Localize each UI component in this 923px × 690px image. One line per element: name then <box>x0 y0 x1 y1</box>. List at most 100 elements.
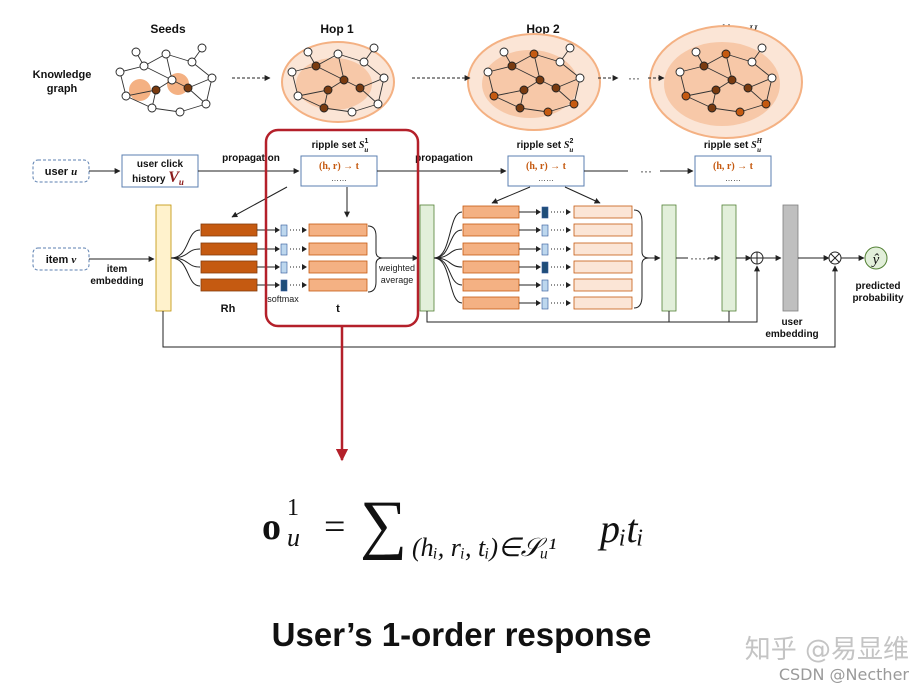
graph-edge <box>323 107 353 113</box>
ripple-set-H-dots: …… <box>725 174 741 183</box>
hop2-t-bar <box>573 260 633 274</box>
softmax-cell <box>280 224 288 237</box>
softmax-cell <box>280 279 288 292</box>
fan-line <box>170 229 201 259</box>
graph-node <box>287 67 297 77</box>
graph-node <box>115 67 125 77</box>
t-bar <box>308 260 368 274</box>
graph-node <box>167 75 177 85</box>
graph-node <box>761 99 771 109</box>
user-label: user u <box>45 166 77 178</box>
formula-equals: = <box>324 506 346 548</box>
hop2-softmax-cell <box>541 279 549 292</box>
hop2-t-bar <box>573 278 633 292</box>
hop2-t-bar <box>573 205 633 219</box>
softmax-cell <box>280 243 288 256</box>
rh-bars <box>200 223 280 292</box>
graph-edge <box>725 53 753 63</box>
graph-node <box>543 107 553 117</box>
hop2-softmax-arrowhead <box>566 300 571 306</box>
graph-node <box>565 43 575 53</box>
ripple-set-H-box <box>694 155 772 187</box>
graph-node <box>499 47 509 57</box>
graph-node <box>187 57 197 67</box>
ripple-halo <box>482 50 578 118</box>
ripple2-to-rh-arrow <box>491 186 531 204</box>
formula-lhs-sup: 1 <box>287 495 299 521</box>
rh-arrowhead <box>275 282 280 288</box>
hop2-brace <box>633 209 650 309</box>
graph-node <box>711 85 721 95</box>
graph-node <box>139 61 149 71</box>
graph-edge <box>493 95 521 109</box>
graph-node <box>339 75 349 85</box>
history-line1: user click <box>137 159 184 170</box>
graph-node <box>347 107 357 117</box>
graph-edge <box>297 89 329 97</box>
hop2-title: Hop 2 <box>526 22 560 36</box>
o1-response-bar <box>419 204 435 312</box>
graph-edge <box>511 65 541 81</box>
kg-hopH-graph <box>649 25 803 139</box>
graph-node <box>721 49 731 59</box>
user-embedding-bar <box>782 204 799 312</box>
item-embedding-line1: item <box>107 264 128 275</box>
graph-node <box>529 49 539 59</box>
graph-node <box>767 73 777 83</box>
watermark: 知乎 @易显维 CSDN @Necther <box>744 635 909 684</box>
item-box <box>32 247 90 271</box>
history-line2: history Vu <box>132 169 184 187</box>
oH-response-bar <box>721 204 737 312</box>
ripple-between-dots: ··· <box>640 164 652 178</box>
seeds-title: Seeds <box>150 22 186 36</box>
graph-edge <box>125 95 153 109</box>
graph-node <box>519 85 529 95</box>
hop2-softmax-arrowhead <box>566 227 571 233</box>
kg-hop1-graph <box>281 41 395 123</box>
user-box <box>32 159 90 183</box>
graph-edge <box>297 95 325 109</box>
graph-node <box>707 103 717 113</box>
graph-node <box>319 103 329 113</box>
graph-node <box>183 83 193 93</box>
watermark-zhihu: 知乎 @易显维 <box>744 635 909 665</box>
weighted-label-2: average <box>381 275 414 285</box>
graph-node <box>727 75 737 85</box>
graph-node <box>691 47 701 57</box>
yhat-label: ŷ <box>871 252 880 268</box>
item-embedding-line2: embedding <box>90 276 143 287</box>
history-box <box>121 154 199 188</box>
graph-edge <box>337 53 365 63</box>
item-label: item v <box>46 254 77 266</box>
graph-node <box>303 47 313 57</box>
graph-node <box>483 67 493 77</box>
ripplenet-diagram: Knowledge graph Seeds Hop 1 Hop 2 Hop H … <box>32 22 904 462</box>
rh-bar <box>200 223 258 237</box>
graph-node <box>551 83 561 93</box>
graph-edge <box>179 103 207 113</box>
graph-node <box>293 91 303 101</box>
hop2-rh-bar <box>462 260 520 274</box>
hop2-rh-arrowhead <box>536 227 541 233</box>
hop2-rh-arrowhead <box>536 246 541 252</box>
graph-node <box>207 73 217 83</box>
graph-node <box>507 61 517 71</box>
ripple-set-1-dots: …… <box>331 174 347 183</box>
formula-lhs-sub: u <box>287 523 300 552</box>
formula-range: (hᵢ, rᵢ, tᵢ)∈𝒮ᵤ¹ <box>412 533 557 562</box>
graph-node <box>201 99 211 109</box>
hop2-rh-arrowhead <box>536 209 541 215</box>
fan-line <box>170 257 201 268</box>
kg-seeds-graph <box>115 43 217 117</box>
graph-node <box>359 57 369 67</box>
graph-edge <box>351 103 379 113</box>
softmax-arrowhead <box>302 282 307 288</box>
graph-node <box>151 85 161 95</box>
graph-node <box>515 103 525 113</box>
graph-edge <box>493 89 525 97</box>
fan-line <box>433 229 463 259</box>
graph-node <box>197 43 207 53</box>
predicted-label-1: predicted <box>855 281 900 292</box>
ripple-set-H-triple: (h, r) → t <box>713 161 754 172</box>
